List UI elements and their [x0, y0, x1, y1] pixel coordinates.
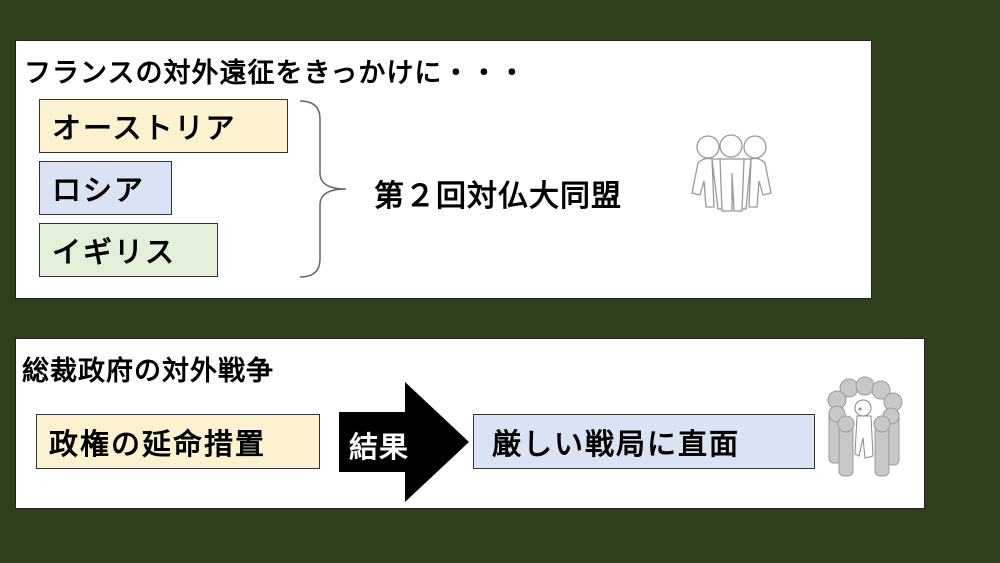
- three-people-icon: [691, 134, 772, 212]
- cause-box: 政権の延命措置: [36, 414, 320, 469]
- alliance-panel-title: フランスの対外遠征をきっかけに・・・: [24, 58, 527, 89]
- surrounded-person-icon: [827, 376, 903, 477]
- country-britain: イギリス: [39, 223, 218, 277]
- directory-war-panel-title: 総裁政府の対外戦争: [22, 356, 274, 387]
- country-russia: ロシア: [39, 161, 172, 215]
- second-coalition-label: 第２回対仏大同盟: [374, 179, 622, 214]
- effect-box: 厳しい戦局に直面: [473, 414, 815, 469]
- alliance-panel: フランスの対外遠征をきっかけに・・・ オーストリア ロシア イギリス 第２回対仏…: [15, 40, 872, 299]
- country-austria: オーストリア: [39, 99, 288, 153]
- directory-war-panel: 総裁政府の対外戦争 政権の延命措置 結果 厳しい戦局に直面: [15, 338, 925, 509]
- result-arrow-icon: [339, 382, 469, 502]
- curly-brace: [299, 100, 347, 278]
- arrow-label: 結果: [349, 430, 410, 464]
